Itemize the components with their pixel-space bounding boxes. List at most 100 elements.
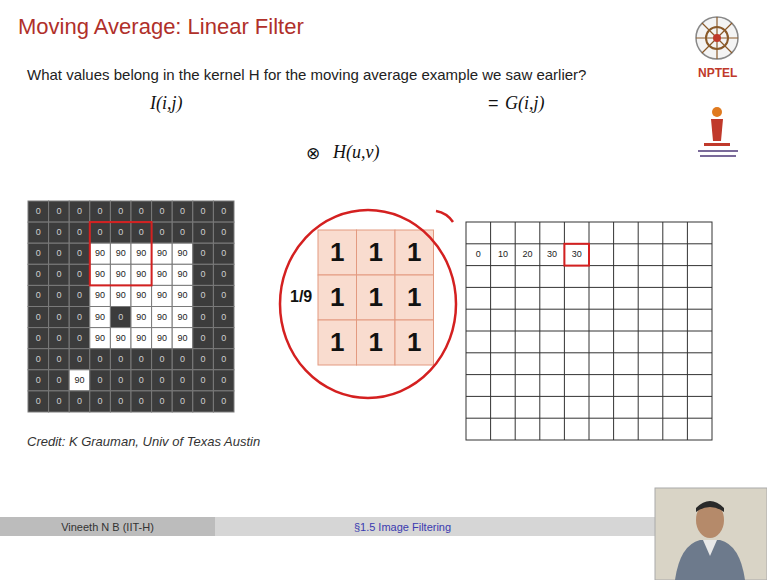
pixel-cell bbox=[110, 264, 131, 285]
pixel-cell bbox=[28, 307, 49, 328]
pixel-value: 0 bbox=[152, 349, 173, 370]
pixel-cell bbox=[131, 285, 152, 306]
pixel-value: 0 bbox=[172, 391, 193, 412]
pixel-cell bbox=[193, 285, 214, 306]
pixel-value: 0 bbox=[110, 307, 131, 328]
pixel-value: 90 bbox=[110, 264, 131, 285]
pixel-value: 0 bbox=[213, 222, 234, 243]
pixel-value: 0 bbox=[213, 264, 234, 285]
pixel-cell bbox=[49, 243, 70, 264]
pixel-value: 0 bbox=[172, 370, 193, 391]
pixel-cell bbox=[90, 307, 111, 328]
credit-note: Credit: K Grauman, Univ of Texas Austin bbox=[27, 434, 260, 449]
pixel-value: 90 bbox=[152, 264, 173, 285]
pixel-value: 0 bbox=[90, 370, 111, 391]
pixel-value: 0 bbox=[28, 349, 49, 370]
pixel-value: 0 bbox=[110, 370, 131, 391]
pixel-cell bbox=[110, 307, 131, 328]
pixel-value: 90 bbox=[131, 264, 152, 285]
pixel-value: 0 bbox=[172, 349, 193, 370]
pixel-cell bbox=[110, 243, 131, 264]
pixel-value: 0 bbox=[49, 391, 70, 412]
pixel-value: 0 bbox=[131, 391, 152, 412]
pixel-value: 90 bbox=[152, 285, 173, 306]
pixel-value: 0 bbox=[28, 243, 49, 264]
pixel-value: 0 bbox=[131, 222, 152, 243]
pixel-value: 0 bbox=[90, 201, 111, 222]
pixel-value: 0 bbox=[193, 222, 214, 243]
pixel-cell bbox=[193, 307, 214, 328]
pixel-value: 0 bbox=[193, 391, 214, 412]
pixel-value: 0 bbox=[28, 264, 49, 285]
output-box bbox=[564, 244, 589, 266]
pixel-value: 90 bbox=[172, 264, 193, 285]
output-label: G(i,j) bbox=[505, 93, 545, 114]
pixel-value: 90 bbox=[152, 243, 173, 264]
pixel-value: 0 bbox=[152, 201, 173, 222]
pixel-cell bbox=[193, 391, 214, 412]
pixel-value: 0 bbox=[69, 264, 90, 285]
pixel-cell bbox=[49, 285, 70, 306]
pixel-cell bbox=[49, 391, 70, 412]
pixel-cell bbox=[172, 328, 193, 349]
pixel-value: 90 bbox=[172, 285, 193, 306]
pixel-cell bbox=[49, 201, 70, 222]
pixel-cell bbox=[213, 264, 234, 285]
pixel-cell bbox=[172, 222, 193, 243]
pixel-cell bbox=[49, 328, 70, 349]
pixel-value: 0 bbox=[49, 264, 70, 285]
pixel-value: 0 bbox=[110, 201, 131, 222]
pixel-value: 90 bbox=[152, 328, 173, 349]
pixel-value: 90 bbox=[69, 370, 90, 391]
pixel-value: 0 bbox=[213, 243, 234, 264]
pixel-value: 90 bbox=[90, 264, 111, 285]
pixel-cell bbox=[110, 349, 131, 370]
pixel-cell bbox=[213, 307, 234, 328]
kernel-scale: 1/9 bbox=[290, 288, 312, 306]
pixel-cell bbox=[69, 264, 90, 285]
pixel-cell bbox=[193, 328, 214, 349]
annotation-tick bbox=[436, 211, 453, 222]
pixel-value: 0 bbox=[69, 307, 90, 328]
pixel-value: 0 bbox=[193, 243, 214, 264]
pixel-value: 0 bbox=[193, 328, 214, 349]
pixel-cell bbox=[152, 391, 173, 412]
pixel-value: 0 bbox=[49, 370, 70, 391]
pixel-cell bbox=[193, 349, 214, 370]
pixel-cell bbox=[90, 285, 111, 306]
iith-logo bbox=[698, 107, 738, 157]
image-label: I(i,j) bbox=[150, 93, 182, 114]
pixel-cell bbox=[172, 349, 193, 370]
pixel-cell bbox=[90, 328, 111, 349]
pixel-value: 0 bbox=[49, 243, 70, 264]
footer-text: §1.5 Image Filtering bbox=[354, 521, 451, 533]
pixel-cell bbox=[152, 349, 173, 370]
kernel-weight: 1 bbox=[395, 275, 434, 320]
pixel-value: 90 bbox=[90, 243, 111, 264]
pixel-value: 0 bbox=[152, 222, 173, 243]
pixel-cell bbox=[152, 307, 173, 328]
pixel-value: 0 bbox=[213, 328, 234, 349]
pixel-cell bbox=[172, 285, 193, 306]
pixel-value: 0 bbox=[28, 285, 49, 306]
operator-symbol: = bbox=[488, 93, 499, 114]
kernel-label: H(u,v) bbox=[333, 142, 379, 163]
pixel-value: 0 bbox=[193, 285, 214, 306]
pixel-value: 0 bbox=[110, 222, 131, 243]
pixel-value: 0 bbox=[69, 222, 90, 243]
pixel-value: 90 bbox=[131, 285, 152, 306]
pixel-cell bbox=[172, 243, 193, 264]
pixel-value: 0 bbox=[213, 285, 234, 306]
pixel-cell bbox=[110, 222, 131, 243]
pixel-cell bbox=[110, 201, 131, 222]
pixel-cell bbox=[28, 328, 49, 349]
operator-symbol: ⊗ bbox=[306, 143, 320, 164]
logo-text: NPTEL bbox=[698, 66, 737, 80]
footer-bar bbox=[0, 517, 767, 536]
slide-title: Moving Average: Linear Filter bbox=[18, 14, 304, 40]
pixel-value: 0 bbox=[213, 370, 234, 391]
pixel-cell bbox=[193, 222, 214, 243]
pixel-value: 0 bbox=[69, 285, 90, 306]
pixel-value: 90 bbox=[131, 328, 152, 349]
pixel-cell bbox=[90, 370, 111, 391]
